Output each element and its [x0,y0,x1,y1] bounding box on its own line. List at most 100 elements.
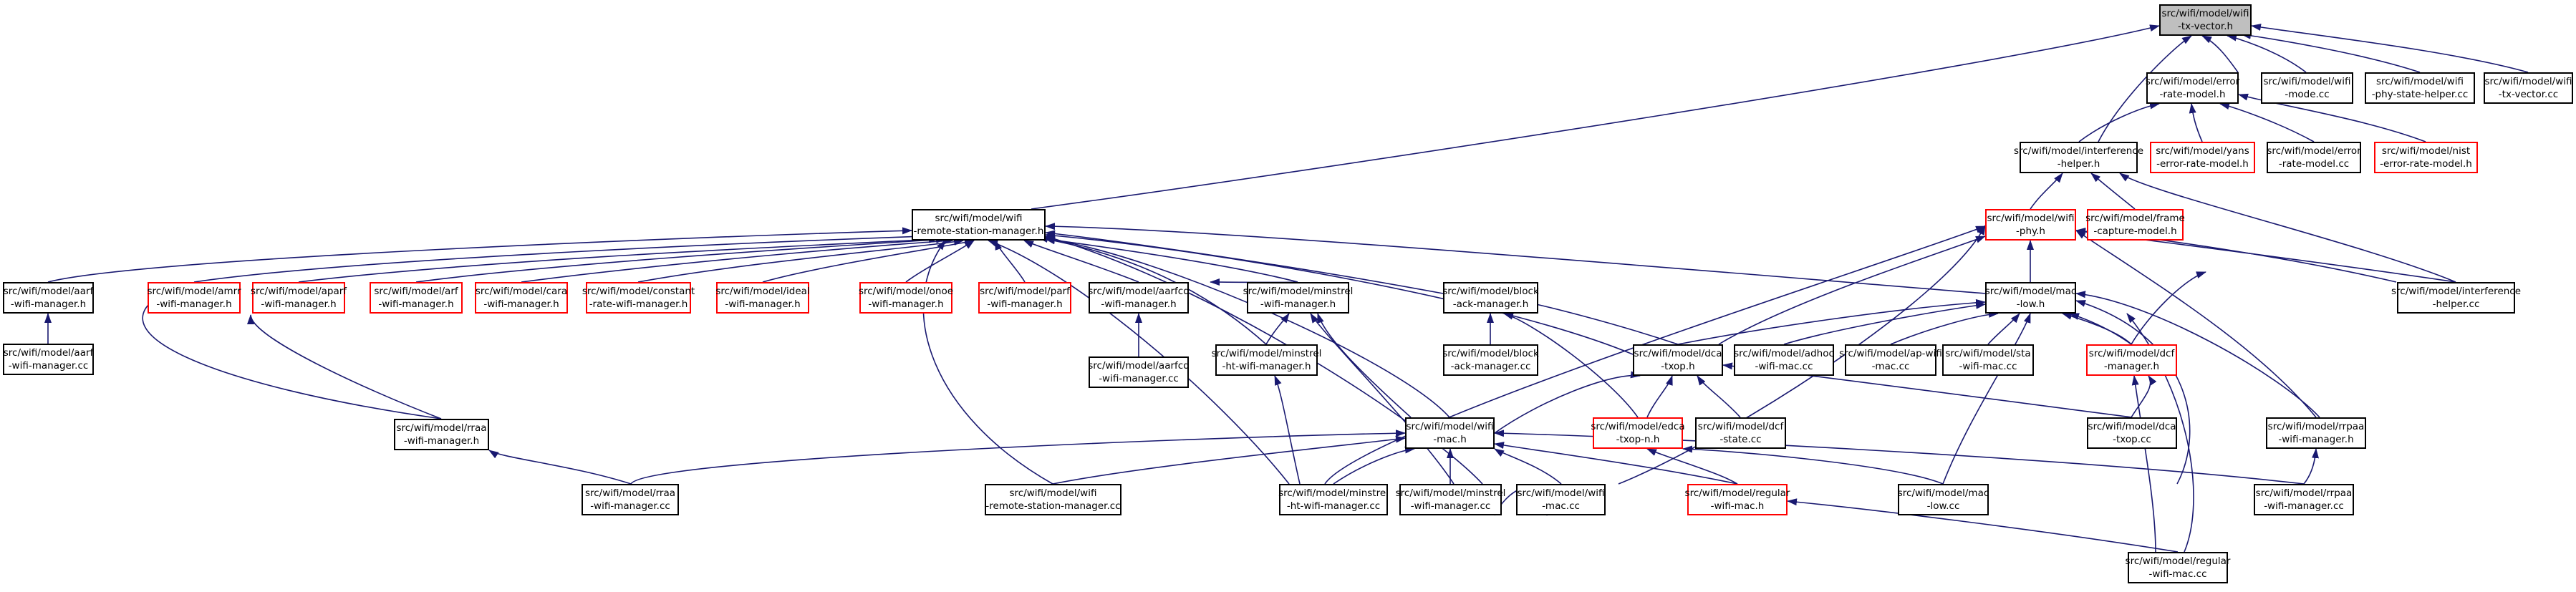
node-line-2: -wifi-manager.h [403,435,480,447]
node-dca-txop-cc[interactable]: src/wifi/model/dca-txop.cc [2087,417,2177,449]
node-regular-wifi-mac-cc[interactable]: src/wifi/model/regular-wifi-mac.cc [2125,552,2231,583]
dependency-edge [521,237,953,283]
node-edca-txop-n-h[interactable]: src/wifi/model/edca-txop-n.h [1591,417,1685,449]
node-wifi-mac-h[interactable]: src/wifi/model/wifi-mac.h [1405,417,1495,449]
node-minstrel-wifi-manager-cc[interactable]: src/wifi/model/minstrel-wifi-manager.cc [1396,484,1505,515]
node-dcf-state-cc[interactable]: src/wifi/model/dcf -state.cc [1695,417,1786,449]
node-constant-rate-wifi-manager-h[interactable]: src/wifi/model/constant-rate-wifi-manage… [582,282,695,314]
node-regular-wifi-mac-h[interactable]: src/wifi/model/regular-wifi-mac.h [1685,484,1790,515]
dependency-edge [1494,442,1738,485]
node-wifi-phy-h[interactable]: src/wifi/model/wifi-phy.h [1985,209,2076,241]
node-minstrel-wifi-manager-h[interactable]: src/wifi/model/minstrel-wifi-manager.h [1243,282,1353,314]
node-wifi-mac-cc[interactable]: src/wifi/model/wifi-mac.cc [1516,484,1606,515]
node-wifi-phy-state-helper-cc[interactable]: src/wifi/model/wifi-phy-state-helper.cc [2365,72,2475,104]
node-line-1: src/wifi/model/wifi [2484,76,2572,87]
node-line-1: src/wifi/model/error [2267,145,2361,157]
node-minstrel-ht-wifi-manager-h[interactable]: src/wifi/model/minstrel-ht-wifi-manager.… [1212,344,1321,376]
node-arf-wifi-manager-h[interactable]: src/wifi/model/arf-wifi-manager.h [370,282,463,314]
node-yans-error-rate-model-h[interactable]: src/wifi/model/yans-error-rate-model.h [2150,142,2255,173]
dependency-edge [2227,34,2307,73]
dependency-edge [762,238,975,283]
node-line-1: src/wifi/model/nist [2381,145,2471,157]
node-line-2: -wifi-manager.h [483,299,559,310]
node-aarf-wifi-manager-h[interactable]: src/wifi/model/aarf-wifi-manager.h [3,282,94,314]
node-line-2: -wifi-manager.cc [1099,373,1179,384]
node-line-1: src/wifi/model/dcf [2088,348,2175,359]
node-line-1: src/wifi/model/dcf [1697,421,1784,432]
node-mac-low-cc[interactable]: src/wifi/model/mac-low.cc [1898,484,1989,515]
node-wifi-remote-station-manager-h[interactable]: src/wifi/model/wifi-remote-station-manag… [912,209,1046,241]
node-cara-wifi-manager-h[interactable]: src/wifi/model/cara-wifi-manager.h [475,282,568,314]
node-line-2: -wifi-manager.h [1260,299,1336,310]
node-sta-wifi-mac-cc[interactable]: src/wifi/model/sta -wifi-mac.cc [1942,344,2034,376]
node-dcf-manager-h[interactable]: src/wifi/model/dcf-manager.h [2086,344,2177,376]
node-adhoc-wifi-mac-cc[interactable]: src/wifi/model/adhoc -wifi-mac.cc [1734,344,1834,376]
node-line-1: src/wifi/model/aarfcd [1088,360,1190,372]
dependency-edge [488,450,632,485]
node-line-2: -mac.cc [1871,361,1910,372]
node-ap-wifi-mac-cc[interactable]: src/wifi/model/ap-wifi-mac.cc [1839,344,1942,376]
node-amrr-wifi-manager-h[interactable]: src/wifi/model/amrr-wifi-manager.h [148,282,241,314]
node-rrpaa-wifi-manager-h[interactable]: src/wifi/model/rrpaa-wifi-manager.h [2266,417,2366,449]
node-frame-capture-model-h[interactable]: src/wifi/model/frame-capture-model.h [2085,209,2185,241]
node-line-2: -rate-model.cc [2278,158,2350,170]
node-wifi-mode-cc[interactable]: src/wifi/model/wifi-mode.cc [2261,72,2353,104]
node-line-2: -ack-manager.cc [1450,361,1531,372]
node-error-rate-model-h[interactable]: src/wifi/model/error-rate-model.h [2146,72,2239,104]
node-block-ack-manager-cc[interactable]: src/wifi/model/block-ack-manager.cc [1442,344,1539,376]
node-line-1: src/wifi/model/wifi [935,213,1023,224]
node-onoe-wifi-manager-h[interactable]: src/wifi/model/onoe-wifi-manager.h [859,282,953,314]
node-rrpaa-wifi-manager-cc[interactable]: src/wifi/model/rrpaa-wifi-manager.cc [2254,484,2354,515]
node-line-2: -wifi-manager.cc [1410,500,1491,512]
node-aarf-wifi-manager-cc[interactable]: src/wifi/model/aarf-wifi-manager.cc [3,344,94,375]
node-line-2: -wifi-mac.cc [1959,361,2017,372]
node-line-1: src/wifi/model/rrpaa [2267,421,2365,432]
dependency-edge [2131,375,2157,418]
node-line-2: -state.cc [1719,434,1762,445]
node-aparf-wifi-manager-h[interactable]: src/wifi/model/aparf-wifi-manager.h [251,282,347,314]
node-nist-error-rate-model-h[interactable]: src/wifi/model/nist-error-rate-model.h [2374,142,2478,173]
node-dca-txop-h[interactable]: src/wifi/model/dca-txop.h [1633,344,1723,376]
node-parf-wifi-manager-h[interactable]: src/wifi/model/parf-wifi-manager.h [978,282,1071,314]
node-line-1: src/wifi/model/rraa [584,487,676,499]
node-interference-helper-cc[interactable]: src/wifi/model/interference-helper.cc [2391,282,2521,314]
node-rraa-wifi-manager-cc[interactable]: src/wifi/model/rraa-wifi-manager.cc [582,484,679,515]
node-line-1: src/wifi/model/aarf [3,286,94,297]
node-line-1: src/wifi/model/interference [2391,286,2522,297]
dependency-edge [2062,312,2132,345]
dependency-edge [1494,430,2305,485]
node-line-1: src/wifi/model/regular [2125,555,2231,567]
node-line-1: src/wifi/model/ideal [715,286,810,297]
node-line-2: -phy.h [2016,225,2045,237]
node-error-rate-model-cc[interactable]: src/wifi/model/error-rate-model.cc [2267,142,2361,173]
dependency-edge [247,314,442,419]
node-line-1: src/wifi/model/adhoc [1734,348,1834,359]
node-line-1: src/wifi/model/sta [1945,348,2031,359]
node-line-2: -rate-model.h [2159,89,2226,100]
node-wifi-tx-vector-cc[interactable]: src/wifi/model/wifi-tx-vector.cc [2484,72,2573,104]
node-wifi-tx-vector-h[interactable]: src/wifi/model/wifi-tx-vector.h [2159,4,2252,36]
node-mac-low-h[interactable]: src/wifi/model/mac-low.h [1985,282,2076,314]
node-rraa-wifi-manager-h[interactable]: src/wifi/model/rraa-wifi-manager.h [394,419,489,450]
node-block-ack-manager-h[interactable]: src/wifi/model/block-ack-manager.h [1442,282,1539,314]
node-line-2: -wifi-manager.h [378,299,454,310]
node-wifi-remote-station-manager-cc[interactable]: src/wifi/model/wifi-remote-station-manag… [985,484,1121,515]
node-line-1: src/wifi/model/wifi [2161,8,2249,19]
node-ideal-wifi-manager-h[interactable]: src/wifi/model/ideal-wifi-manager.h [715,282,810,314]
dependency-edge [1274,375,1301,485]
dependency-edge [1718,236,1986,345]
node-interference-helper-h[interactable]: src/wifi/model/interference-helper.h [2014,142,2143,173]
dependency-edge [2078,102,2160,142]
node-aarfcd-wifi-manager-cc[interactable]: src/wifi/model/aarfcd-wifi-manager.cc [1088,356,1190,388]
node-aarfcd-wifi-manager-h[interactable]: src/wifi/model/aarfcd-wifi-manager.h [1088,282,1190,314]
node-line-2: -txop.h [1661,361,1695,372]
dependency-edge [1265,313,1290,345]
node-line-2: -wifi-mac.cc [1755,361,1813,372]
node-line-2: -helper.h [2057,158,2100,170]
node-minstrel-ht-wifi-manager-cc[interactable]: src/wifi/model/minstrel-ht-wifi-manager.… [1278,484,1389,515]
node-line-1: src/wifi/model/wifi [1009,487,1097,499]
dependency-edge [1942,313,2031,485]
node-line-1: src/wifi/model/frame [2085,213,2185,224]
dependency-edge [1494,371,1641,434]
